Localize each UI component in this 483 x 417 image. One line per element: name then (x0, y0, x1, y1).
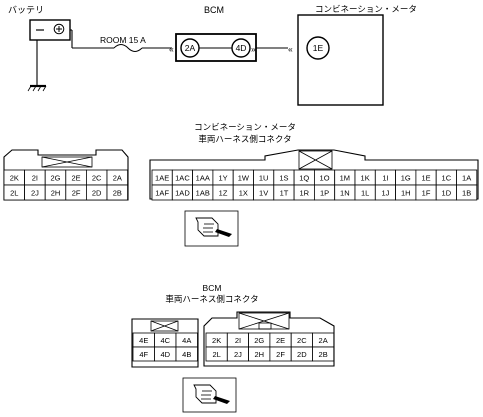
svg-text:1E: 1E (313, 43, 324, 53)
pin-label: 4A (182, 336, 191, 345)
pin-label: 1W (238, 173, 250, 182)
pin-label: 2J (234, 350, 242, 359)
pin-label: 1R (299, 188, 309, 197)
svg-text:4D: 4D (236, 43, 247, 53)
pin-label: 1AB (196, 188, 210, 197)
pin-label: 1E (421, 173, 430, 182)
circuit: バッテリ ROOM 15 A BCM « 2A (8, 4, 417, 106)
pin-label: 4C (160, 336, 170, 345)
connector-arrow-icon: » (251, 44, 256, 54)
battery-symbol (29, 19, 71, 41)
pin-label: 1Y (218, 173, 227, 182)
pin-label: 2L (212, 350, 220, 359)
pin-label: 1N (340, 188, 350, 197)
pin-label: 1AF (155, 188, 169, 197)
pin-label: 2E (276, 336, 285, 345)
pin-label: 1P (320, 188, 329, 197)
fuse-icon (113, 44, 143, 52)
pin-label: 2K (212, 336, 221, 345)
pin-label: 1D (442, 188, 452, 197)
meter-large-connector: 1AE 1AC 1AA 1Y 1W 1U 1S 1Q 1O 1M 1K 1I 1G 1E 1C 1A 1AF 1A… (149, 149, 479, 201)
meter-pin-1e (306, 36, 330, 60)
pin-label: 1S (279, 173, 288, 182)
pin-cell (312, 346, 335, 362)
pin-label: 1L (361, 188, 369, 197)
pin-cell (456, 184, 478, 201)
hand-pointing-icon (184, 210, 239, 247)
pin-label: 2G (50, 173, 60, 182)
connector-arrow-icon: « (288, 44, 293, 54)
battery-label: バッテリ (8, 5, 44, 15)
bcm-connector-title: BCM (203, 283, 222, 293)
pin-label: 1U (259, 173, 269, 182)
pin-cell (175, 346, 198, 362)
pin-label: 2B (319, 350, 328, 359)
pin-label: 1V (259, 188, 268, 197)
pin-label: 2H (51, 188, 61, 197)
pin-label: 4E (139, 336, 148, 345)
pin-label: 2K (10, 173, 19, 182)
pin-label: 2L (10, 188, 18, 197)
meter-connector-title: コンビネーション・メータ (194, 122, 296, 132)
pin-label: 2C (297, 336, 307, 345)
pin-label: 2D (92, 188, 102, 197)
pin-label: 1Q (299, 173, 309, 182)
hand-pointing-icon (182, 377, 237, 413)
pin-label: 2F (72, 188, 81, 197)
pin-label: 2D (297, 350, 307, 359)
pin-label: 4D (160, 350, 170, 359)
pin-cell (106, 184, 129, 201)
pin-label: 1F (422, 188, 431, 197)
pin-label: 1M (340, 173, 350, 182)
pin-label: 1K (361, 173, 370, 182)
bcm-label: BCM (204, 5, 224, 15)
pin-label: 1A (462, 173, 471, 182)
pin-label: 1AC (175, 173, 190, 182)
pin-label: 2H (254, 350, 264, 359)
pin-label: 1B (462, 188, 471, 197)
pin-label: 1O (320, 173, 330, 182)
bcm-connector-subtitle: 車両ハーネス側コネクタ (165, 294, 258, 304)
pin-label: 1I (382, 173, 388, 182)
pin-label: 2J (31, 188, 39, 197)
pin-label: 1C (442, 173, 452, 182)
pin-label: 1T (280, 188, 289, 197)
pin-label: 1AA (196, 173, 210, 182)
meter-box (297, 14, 384, 106)
pin-label: 2E (72, 173, 81, 182)
pin-label: 2B (113, 188, 122, 197)
pin-label: 4B (182, 350, 191, 359)
pin-label: 2I (32, 173, 38, 182)
pin-label: 2I (235, 336, 241, 345)
pin-label: 1G (401, 173, 411, 182)
pin-label: 2F (276, 350, 285, 359)
connector-arrow-icon: « (169, 44, 174, 54)
pin-label: 2A (319, 336, 328, 345)
pin-label: 2C (92, 173, 102, 182)
pin-label: 1H (401, 188, 411, 197)
pin-label: 2G (254, 336, 264, 345)
bcm-large-connector: 2K 2I 2G 2E 2C 2A 2L 2J 2H 2F 2D 2B (203, 311, 335, 367)
fuse-label: ROOM 15 A (100, 35, 146, 45)
ground-icon (27, 84, 47, 92)
meter-connector-subtitle: 車両ハーネス側コネクタ (198, 134, 291, 144)
pin-label: 2A (113, 173, 122, 182)
bcm-small-connector: 4E 4C 4A 4F 4D 4B (131, 318, 199, 368)
pin-label: 4F (139, 350, 148, 359)
svg-text:2A: 2A (185, 43, 196, 53)
pin-label: 1Z (219, 188, 228, 197)
meter-small-connector: 2K 2I 2G 2E 2C 2A 2L 2J 2H 2F 2D 2B (3, 149, 129, 201)
pin-label: 1AE (155, 173, 169, 182)
pin-label: 1J (381, 188, 389, 197)
meter-label: コンビネーション・メータ (315, 4, 417, 14)
pin-label: 1X (239, 188, 248, 197)
bcm-pin-4d (231, 38, 251, 58)
pin-label: 1AD (175, 188, 190, 197)
